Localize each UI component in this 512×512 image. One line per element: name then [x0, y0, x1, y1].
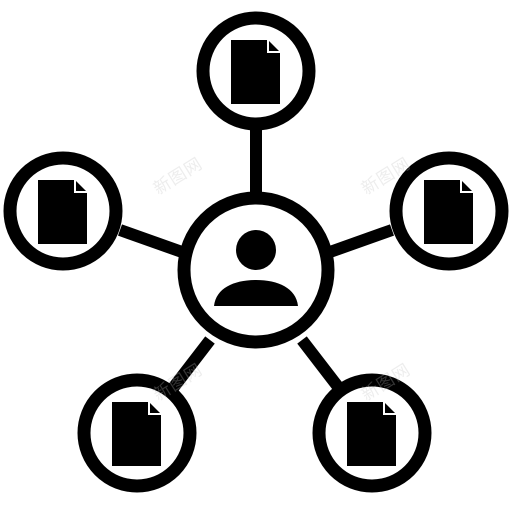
- user-head-icon: [236, 230, 276, 270]
- document-icon: [231, 40, 280, 104]
- connector-bottom-right: [297, 336, 347, 396]
- document-node-bottom-right: [312, 373, 432, 493]
- document-icon: [347, 402, 396, 466]
- document-icon: [112, 402, 161, 466]
- hub-user-node: [177, 191, 335, 349]
- document-node-top: [196, 11, 316, 131]
- document-node-right: [389, 151, 509, 271]
- connector-left: [117, 224, 185, 258]
- document-icon: [38, 180, 87, 244]
- connector-bottom-left: [165, 336, 215, 396]
- connector-right: [327, 224, 395, 258]
- user-body-icon: [214, 280, 298, 306]
- document-icon: [424, 180, 473, 244]
- document-node-bottom-left: [77, 373, 197, 493]
- document-node-left: [3, 151, 123, 271]
